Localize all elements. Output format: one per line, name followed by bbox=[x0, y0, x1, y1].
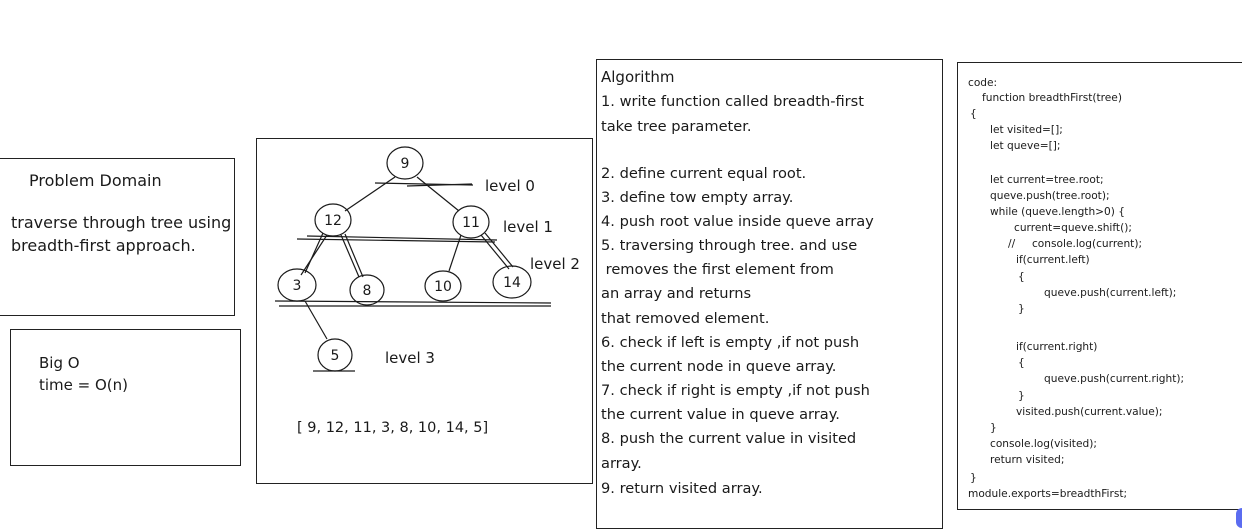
problem-domain-title: Problem Domain bbox=[29, 171, 162, 190]
level-1-label: level 1 bbox=[503, 218, 553, 236]
algorithm-line: 6. check if left is empty ,if not push bbox=[601, 334, 860, 351]
edge-9-12 bbox=[344, 176, 396, 212]
node-5-circle bbox=[317, 338, 353, 372]
edge-12-3-b bbox=[300, 234, 328, 276]
code-line: module.exports=breadthFirst; bbox=[968, 488, 1128, 500]
algorithm-line: 4. push root value inside queve array bbox=[601, 213, 874, 230]
code-line: { bbox=[1018, 357, 1025, 369]
algorithm-line: the current node in queve array. bbox=[601, 358, 837, 375]
algorithm-line: 5. traversing through tree. and use bbox=[601, 237, 858, 254]
code-line: function breadthFirst(tree) bbox=[982, 92, 1122, 104]
code-line: current=queve.shift(); bbox=[1014, 222, 1132, 234]
edge-11-14 bbox=[480, 234, 510, 270]
algorithm-line: 7. check if right is empty ,if not push bbox=[601, 382, 870, 399]
algorithm-title: Algorithm bbox=[601, 68, 675, 86]
code-line: console.log(visited); bbox=[990, 438, 1097, 450]
edge-3-5 bbox=[304, 300, 328, 340]
tree-diagram: 9 12 11 3 8 10 14 5 level 0 level 1 leve… bbox=[274, 146, 553, 436]
algorithm-line: 9. return visited array. bbox=[601, 480, 763, 497]
edge-12-8 bbox=[340, 234, 360, 278]
problem-domain-panel: Problem Domain traverse through tree usi… bbox=[0, 158, 235, 316]
node-3-label: 3 bbox=[293, 278, 302, 294]
code-line: queve.push(current.left); bbox=[1044, 287, 1177, 299]
code-line: visited.push(current.value); bbox=[1016, 406, 1163, 418]
level-0-separator-2 bbox=[406, 183, 473, 187]
big-o-title: Big O bbox=[39, 354, 80, 372]
code-line: queve.push(tree.root); bbox=[990, 190, 1110, 202]
code-line: let queve=[]; bbox=[990, 140, 1061, 152]
code-line: queve.push(current.right); bbox=[1044, 373, 1185, 385]
node-11-label: 11 bbox=[462, 215, 480, 231]
big-o-panel: Big O time = O(n) bbox=[10, 329, 241, 466]
code-line: let visited=[]; bbox=[990, 124, 1063, 136]
corner-handle[interactable] bbox=[1236, 508, 1242, 528]
node-14-label: 14 bbox=[503, 275, 521, 291]
node-9-circle bbox=[386, 146, 424, 180]
code-line: // console.log(current); bbox=[1008, 238, 1143, 250]
node-12-label: 12 bbox=[324, 213, 342, 229]
algorithm-line: removes the first element from bbox=[601, 261, 834, 278]
code-line: if(current.left) bbox=[1016, 254, 1090, 266]
edge-12-8-b bbox=[344, 233, 364, 278]
node-11-circle bbox=[452, 205, 490, 239]
level-0-label: level 0 bbox=[485, 177, 535, 195]
code-line: } bbox=[1018, 303, 1025, 315]
edge-9-11 bbox=[416, 176, 460, 212]
node-12-circle bbox=[314, 203, 352, 237]
node-8-circle bbox=[349, 274, 385, 306]
node-8-label: 8 bbox=[363, 283, 372, 299]
code-line: { bbox=[1018, 271, 1025, 283]
code-line: return visited; bbox=[990, 454, 1065, 466]
algorithm-line: take tree parameter. bbox=[601, 118, 752, 135]
code-panel: code: function breadthFirst(tree) { let … bbox=[957, 62, 1242, 510]
edge-12-3 bbox=[304, 232, 324, 274]
big-o-time: time = O(n) bbox=[39, 376, 129, 394]
edge-11-14-b bbox=[484, 232, 514, 268]
level-3-label: level 3 bbox=[385, 349, 435, 367]
tree-diagram-panel: 9 12 11 3 8 10 14 5 level 0 level 1 leve… bbox=[256, 138, 593, 484]
code-line: } bbox=[990, 422, 997, 434]
traversal-result: [ 9, 12, 11, 3, 8, 10, 14, 5] bbox=[297, 420, 488, 436]
code-line: if(current.right) bbox=[1016, 341, 1098, 353]
code-line: let current=tree.root; bbox=[990, 174, 1104, 186]
code-line: } bbox=[1018, 390, 1025, 402]
node-10-label: 10 bbox=[434, 279, 452, 295]
code-line: while (queve.length>0) { bbox=[990, 206, 1126, 218]
code-line: code: bbox=[968, 77, 998, 89]
algorithm-line: 2. define current equal root. bbox=[601, 165, 807, 182]
level-1-separator bbox=[306, 235, 498, 241]
algorithm-line: the current value in queve array. bbox=[601, 406, 840, 423]
node-3-circle bbox=[277, 268, 317, 302]
problem-domain-description: traverse through tree using breadth-firs… bbox=[11, 213, 232, 255]
code-line: { bbox=[970, 108, 977, 120]
algorithm-line: an array and returns bbox=[601, 285, 752, 302]
node-14-circle bbox=[492, 265, 532, 299]
level-2-label: level 2 bbox=[530, 255, 580, 273]
node-5-label: 5 bbox=[331, 348, 340, 364]
algorithm-line: 1. write function called breadth-first bbox=[601, 93, 864, 110]
code-line: } bbox=[970, 472, 977, 484]
algorithm-line: 3. define tow empty array. bbox=[601, 189, 794, 206]
edge-11-10 bbox=[448, 234, 462, 272]
level-1-separator-2 bbox=[296, 238, 496, 243]
algorithm-line: that removed element. bbox=[601, 310, 770, 327]
node-10-circle bbox=[424, 270, 462, 302]
node-9-label: 9 bbox=[401, 156, 410, 172]
algorithm-line: array. bbox=[601, 455, 642, 472]
algorithm-panel: Algorithm 1. write function called bread… bbox=[596, 59, 943, 529]
level-2-separator bbox=[274, 300, 552, 304]
algorithm-line: 8. push the current value in visited bbox=[601, 430, 857, 447]
